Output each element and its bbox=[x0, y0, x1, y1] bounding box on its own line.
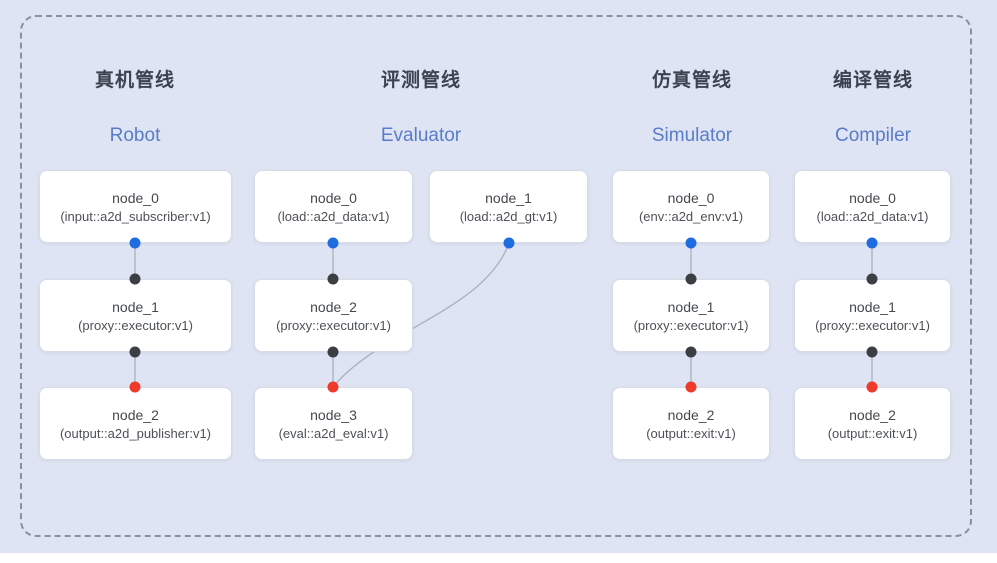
node-label: node_1 bbox=[667, 298, 715, 315]
input-port-dot bbox=[685, 346, 697, 358]
pipeline-title-zh-simulator: 仿真管线 bbox=[651, 70, 732, 91]
pipeline-title-en-simulator: Simulator bbox=[651, 125, 733, 146]
node-robot-1: node_1 (proxy::executor:v1) bbox=[39, 279, 232, 352]
node-compiler-0: node_0 (load::a2d_data:v1) bbox=[794, 170, 951, 243]
pipeline-title-en-evaluator: Evaluator bbox=[380, 125, 462, 146]
input-port-dot bbox=[327, 273, 339, 285]
node-compiler-2: node_2 (output::exit:v1) bbox=[794, 387, 951, 460]
node-type: (load::a2d_data:v1) bbox=[277, 208, 390, 224]
pipeline-title-en-compiler: Compiler bbox=[834, 125, 912, 146]
node-label: node_0 bbox=[310, 189, 357, 206]
edge-evaluator-1-3 bbox=[332, 242, 510, 388]
node-label: node_2 bbox=[849, 406, 896, 423]
node-type: (output::exit:v1) bbox=[646, 425, 736, 441]
input-port-dot bbox=[866, 273, 878, 285]
output-port-dot bbox=[685, 237, 697, 249]
node-label: node_0 bbox=[849, 189, 896, 206]
node-label: node_0 bbox=[112, 189, 159, 206]
node-type: (load::a2d_data:v1) bbox=[816, 208, 929, 224]
pipeline-title-en-robot: Robot bbox=[109, 125, 161, 146]
node-simulator-0: node_0 (env::a2d_env:v1) bbox=[612, 170, 770, 243]
node-type: (input::a2d_subscriber:v1) bbox=[60, 208, 211, 224]
node-type: (proxy::executor:v1) bbox=[276, 317, 391, 333]
node-type: (output::exit:v1) bbox=[827, 425, 918, 441]
node-evaluator-0: node_0 (load::a2d_data:v1) bbox=[254, 170, 413, 243]
input-port-dot bbox=[327, 346, 339, 358]
node-robot-0: node_0 (input::a2d_subscriber:v1) bbox=[39, 170, 232, 243]
node-simulator-1: node_1 (proxy::executor:v1) bbox=[612, 279, 770, 352]
output-port-dot bbox=[503, 237, 515, 249]
node-compiler-1: node_1 (proxy::executor:v1) bbox=[794, 279, 951, 352]
input-port-dot bbox=[129, 273, 141, 285]
node-type: (eval::a2d_eval:v1) bbox=[278, 425, 389, 441]
pipeline-title-zh-evaluator: 评测管线 bbox=[380, 70, 461, 91]
node-label: node_3 bbox=[310, 406, 357, 423]
node-type: (proxy::executor:v1) bbox=[815, 317, 930, 333]
final-port-dot bbox=[129, 381, 141, 393]
node-label: node_1 bbox=[112, 298, 159, 315]
pipeline-group-border bbox=[20, 15, 972, 537]
input-port-dot bbox=[129, 346, 141, 358]
final-port-dot bbox=[866, 381, 878, 393]
node-evaluator-3: node_3 (eval::a2d_eval:v1) bbox=[254, 387, 413, 460]
node-type: (output::a2d_publisher:v1) bbox=[59, 425, 212, 441]
node-label: node_2 bbox=[112, 406, 159, 423]
node-evaluator-2: node_2 (proxy::executor:v1) bbox=[254, 279, 413, 352]
node-label: node_1 bbox=[485, 189, 532, 206]
node-type: (proxy::executor:v1) bbox=[78, 317, 193, 333]
pipeline-title-zh-robot: 真机管线 bbox=[94, 70, 175, 91]
output-port-dot bbox=[327, 237, 339, 249]
node-label: node_2 bbox=[310, 298, 357, 315]
node-evaluator-1: node_1 (load::a2d_gt:v1) bbox=[429, 170, 588, 243]
node-type: (env::a2d_env:v1) bbox=[638, 208, 744, 224]
bottom-page-strip bbox=[0, 553, 997, 563]
input-port-dot bbox=[685, 273, 697, 285]
node-robot-2: node_2 (output::a2d_publisher:v1) bbox=[39, 387, 232, 460]
node-label: node_1 bbox=[849, 298, 896, 315]
final-port-dot bbox=[327, 381, 339, 393]
node-type: (proxy::executor:v1) bbox=[633, 317, 749, 333]
node-label: node_2 bbox=[667, 406, 715, 423]
final-port-dot bbox=[685, 381, 697, 393]
pipeline-title-zh-compiler: 编译管线 bbox=[832, 70, 913, 91]
output-port-dot bbox=[129, 237, 141, 249]
node-label: node_0 bbox=[667, 189, 715, 206]
node-type: (load::a2d_gt:v1) bbox=[459, 208, 558, 224]
node-simulator-2: node_2 (output::exit:v1) bbox=[612, 387, 770, 460]
output-port-dot bbox=[866, 237, 878, 249]
input-port-dot bbox=[866, 346, 878, 358]
